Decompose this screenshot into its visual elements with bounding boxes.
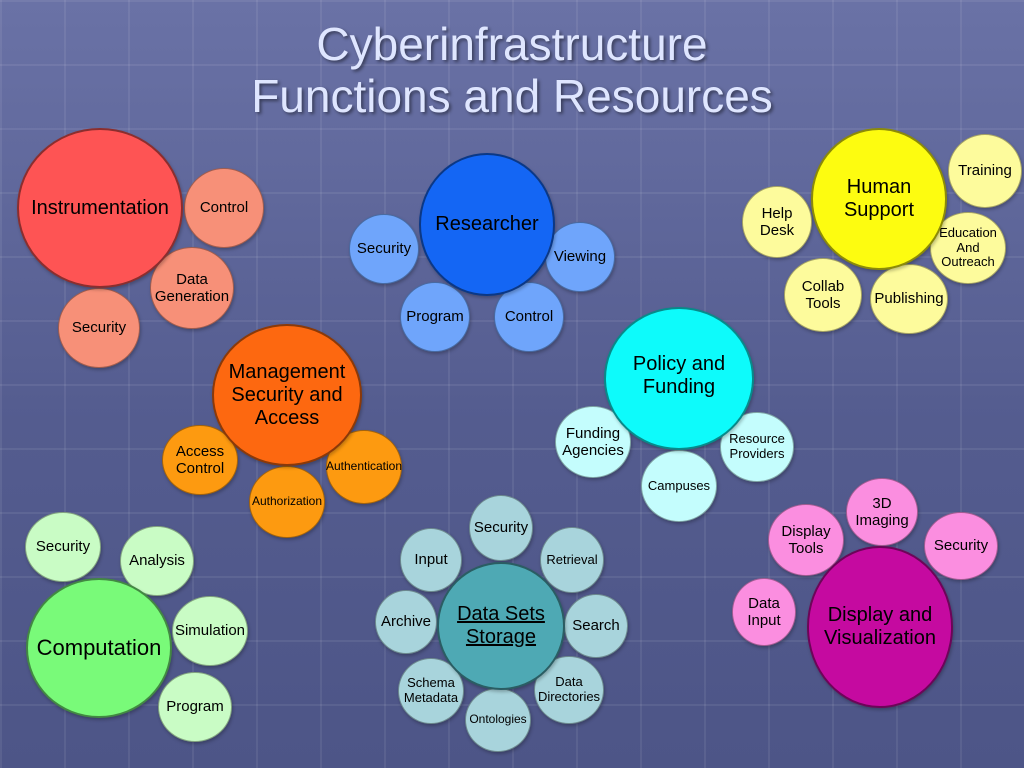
researcher-program-bubble: Program — [400, 282, 470, 352]
display-data-input-bubble: Data Input — [732, 578, 796, 646]
instr-security-bubble: Security — [58, 288, 140, 368]
data-search-bubble: Search — [564, 594, 628, 658]
display-security-bubble: Security — [924, 512, 998, 580]
slide-title-line-1: Cyberinfrastructure — [316, 18, 708, 70]
comp-simulation-bubble: Simulation — [172, 596, 248, 666]
researcher-bubble: Researcher — [419, 153, 555, 296]
data-ontologies-bubble: Ontologies — [465, 688, 531, 752]
data-input-bubble: Input — [400, 528, 462, 592]
human-support-bubble: Human Support — [811, 128, 947, 270]
human-collab-tools-bubble: Collab Tools — [784, 258, 862, 332]
policy-campuses-bubble: Campuses — [641, 450, 717, 522]
management-bubble: Management Security and Access — [212, 324, 362, 466]
display-3d-imaging-bubble: 3D Imaging — [846, 478, 918, 546]
display-tools-bubble: Display Tools — [768, 504, 844, 576]
comp-program-bubble: Program — [158, 672, 232, 742]
instr-data-generation-bubble: Data Generation — [150, 247, 234, 329]
data-retrieval-bubble: Retrieval — [540, 527, 604, 593]
data-sets-storage-bubble: Data Sets Storage — [437, 562, 565, 690]
slide-title-line-2: Functions and Resources — [251, 70, 773, 122]
researcher-viewing-bubble: Viewing — [545, 222, 615, 292]
researcher-control-bubble: Control — [494, 282, 564, 352]
data-security-bubble: Security — [469, 495, 533, 561]
comp-analysis-bubble: Analysis — [120, 526, 194, 596]
slide-title: Cyberinfrastructure Functions and Resour… — [0, 18, 1024, 122]
comp-security-bubble: Security — [25, 512, 101, 582]
instrumentation-bubble: Instrumentation — [17, 128, 183, 288]
display-visualization-bubble: Display and Visualization — [807, 546, 953, 708]
data-archive-bubble: Archive — [375, 590, 437, 654]
human-help-desk-bubble: Help Desk — [742, 186, 812, 258]
policy-funding-bubble: Policy and Funding — [604, 307, 754, 450]
human-education-bubble: Education And Outreach — [930, 212, 1006, 284]
human-training-bubble: Training — [948, 134, 1022, 208]
human-publishing-bubble: Publishing — [870, 264, 948, 334]
researcher-security-bubble: Security — [349, 214, 419, 284]
mgmt-authorization-bubble: Authorization — [249, 466, 325, 538]
instr-control-bubble: Control — [184, 168, 264, 248]
computation-bubble: Computation — [26, 578, 172, 718]
